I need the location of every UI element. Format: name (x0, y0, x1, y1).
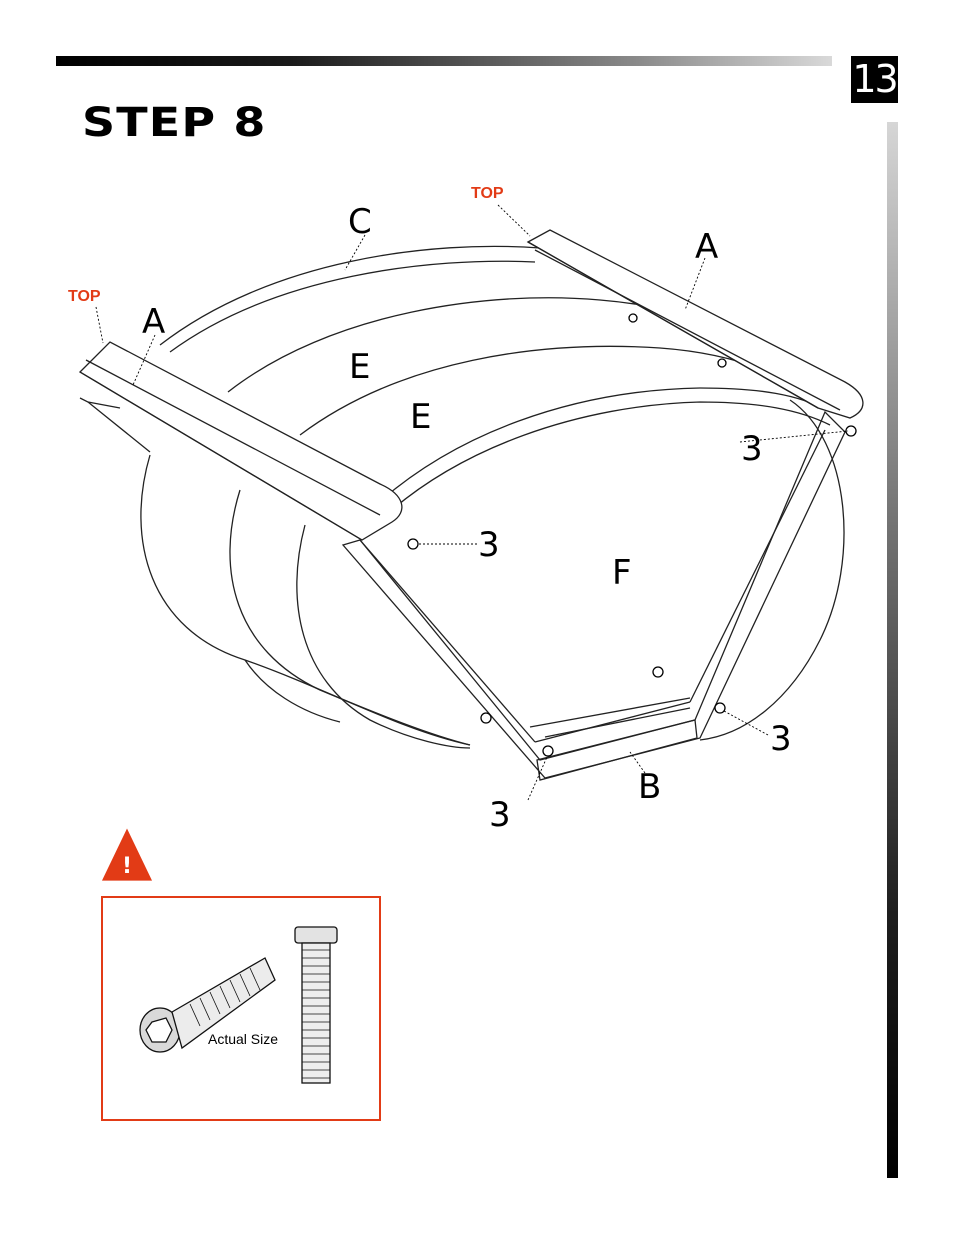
part-e-lower-label: E (410, 400, 431, 434)
bolt-callout-right-lower: 3 (770, 722, 792, 756)
bolt-callout-right-upper: 3 (741, 432, 763, 466)
part-a-left-label: A (142, 305, 165, 339)
actual-size-hardware-box (101, 896, 381, 1121)
part-f-label: F (612, 556, 632, 590)
bolt-callout-center: 3 (478, 528, 500, 562)
part-a-right-label: A (695, 230, 718, 264)
part-e-upper-label: E (349, 350, 370, 384)
top-marker-right: TOP (471, 185, 504, 203)
svg-text:!: ! (122, 854, 132, 879)
part-b-label: B (638, 770, 661, 804)
top-marker-left: TOP (68, 288, 101, 306)
part-c-label: C (348, 205, 372, 239)
bolt-callout-bottom: 3 (489, 798, 511, 832)
actual-size-label: Actual Size (208, 1031, 278, 1047)
